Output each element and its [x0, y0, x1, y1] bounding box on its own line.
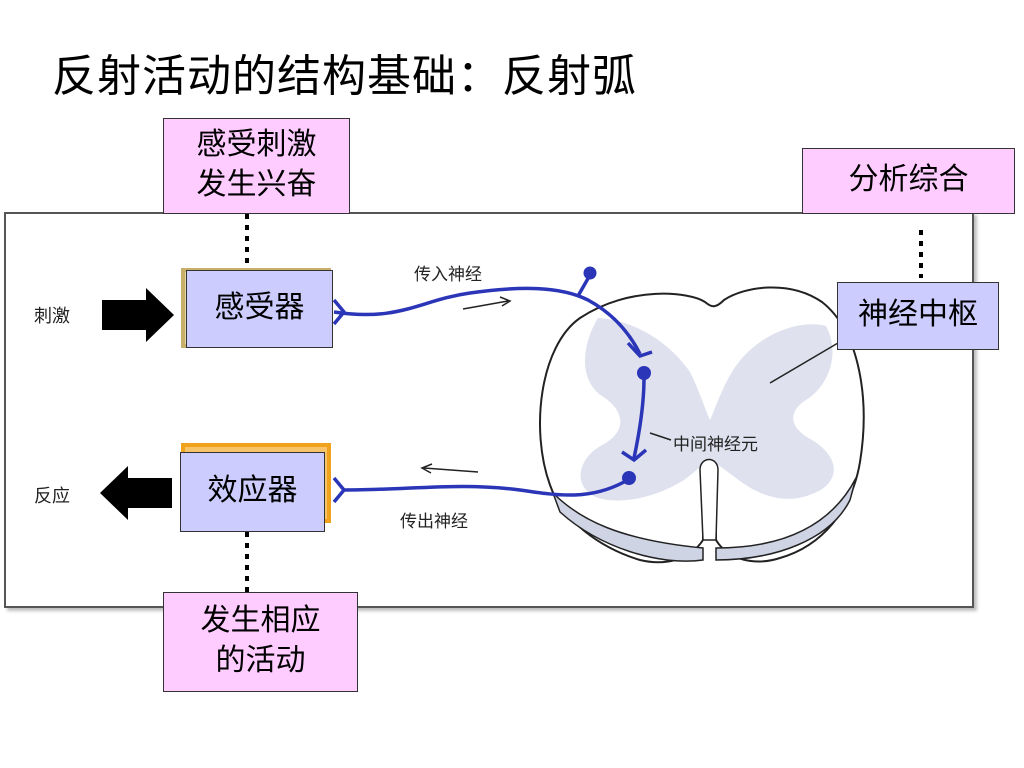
slide-title: 反射活动的结构基础：反射弧: [52, 51, 637, 102]
respond-activity-box: 发生相应 的活动: [163, 592, 358, 692]
efferent-direction-arrow: [423, 467, 479, 473]
interneuron-label: 中间神经元: [673, 435, 758, 455]
effector-nerve-end: [332, 476, 347, 504]
receptor-nerve-end: [332, 298, 347, 326]
receive-stimulus-line2: 发生兴奋: [196, 167, 317, 202]
interneuron-pointer: [649, 432, 672, 441]
receive-stimulus-box: 感受刺激 发生兴奋: [163, 118, 350, 214]
spinal-cord-lower-band-right: [715, 477, 857, 561]
gray-matter: [580, 318, 834, 501]
interneuron-axon: [632, 377, 646, 459]
afferent-nerve-label: 传入神经: [414, 265, 482, 285]
nerve-center-box: 神经中枢: [837, 282, 999, 350]
spinal-cord-lower-band: [552, 492, 704, 562]
dorsal-root-ganglion-icon: [583, 266, 597, 280]
efferent-nerve-label: 传出神经: [400, 512, 468, 532]
receptor-box: 感受器: [186, 270, 333, 348]
central-canal: [699, 458, 719, 541]
interneuron-synapse-fork: [621, 448, 648, 463]
respond-activity-line2: 的活动: [215, 643, 306, 678]
effector-box: 效应器: [180, 452, 325, 532]
stimulus-label: 刺激: [34, 306, 70, 327]
motor-neuron-body-icon: [622, 471, 636, 485]
response-arrow-icon: [100, 466, 172, 520]
receive-stimulus-line1: 感受刺激: [196, 127, 317, 162]
center-pointer: [769, 342, 839, 384]
interneuron-body-icon: [637, 366, 651, 380]
analyze-box: 分析综合: [802, 148, 1015, 214]
afferent-nerve-line: [333, 286, 642, 355]
afferent-synapse-fork: [626, 341, 653, 359]
efferent-nerve-line: [343, 480, 625, 497]
afferent-direction-arrow: [462, 300, 509, 310]
response-label: 反应: [34, 486, 70, 507]
respond-activity-line1: 发生相应: [200, 603, 321, 638]
stimulus-arrow-icon: [102, 288, 174, 342]
